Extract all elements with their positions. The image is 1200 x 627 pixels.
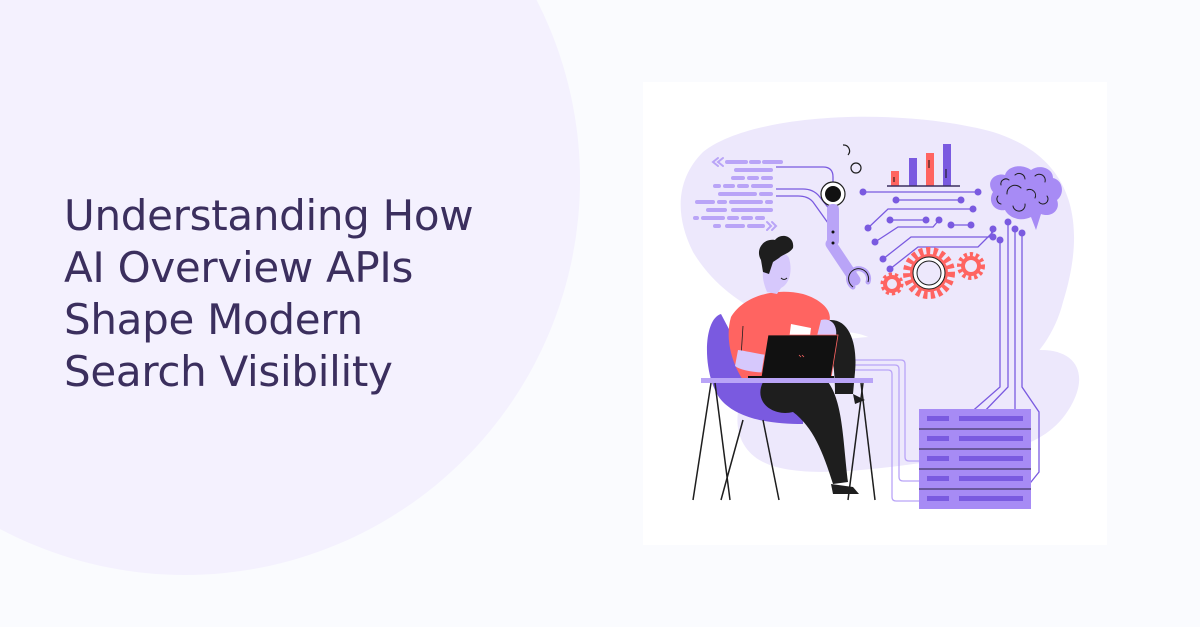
code-lines-icon — [693, 157, 783, 231]
brain-icon — [990, 166, 1062, 230]
circuit-traces-center — [863, 191, 994, 270]
desk-icon — [692, 378, 876, 501]
ai-illustration — [680, 116, 1080, 509]
illustration-card — [643, 82, 1107, 545]
robot-arm-icon — [820, 181, 872, 290]
circuit-traces-right — [967, 222, 1040, 493]
headline-line-4: Search Visibility — [64, 347, 393, 396]
bar-chart-icon — [887, 144, 960, 187]
headline-line-1: Understanding How — [64, 191, 474, 240]
cable-traces — [843, 359, 921, 502]
headline-line-3: Shape Modern — [64, 295, 363, 344]
circuit-nodes — [859, 188, 997, 273]
headline-line-2: AI Overview APIs — [64, 243, 414, 292]
gears-icon — [880, 247, 985, 299]
decorative-circles — [842, 144, 862, 174]
circuit-traces-left — [776, 166, 839, 231]
server-rack-icon — [919, 409, 1031, 509]
headline: Understanding How AI Overview APIs Shape… — [64, 190, 564, 398]
